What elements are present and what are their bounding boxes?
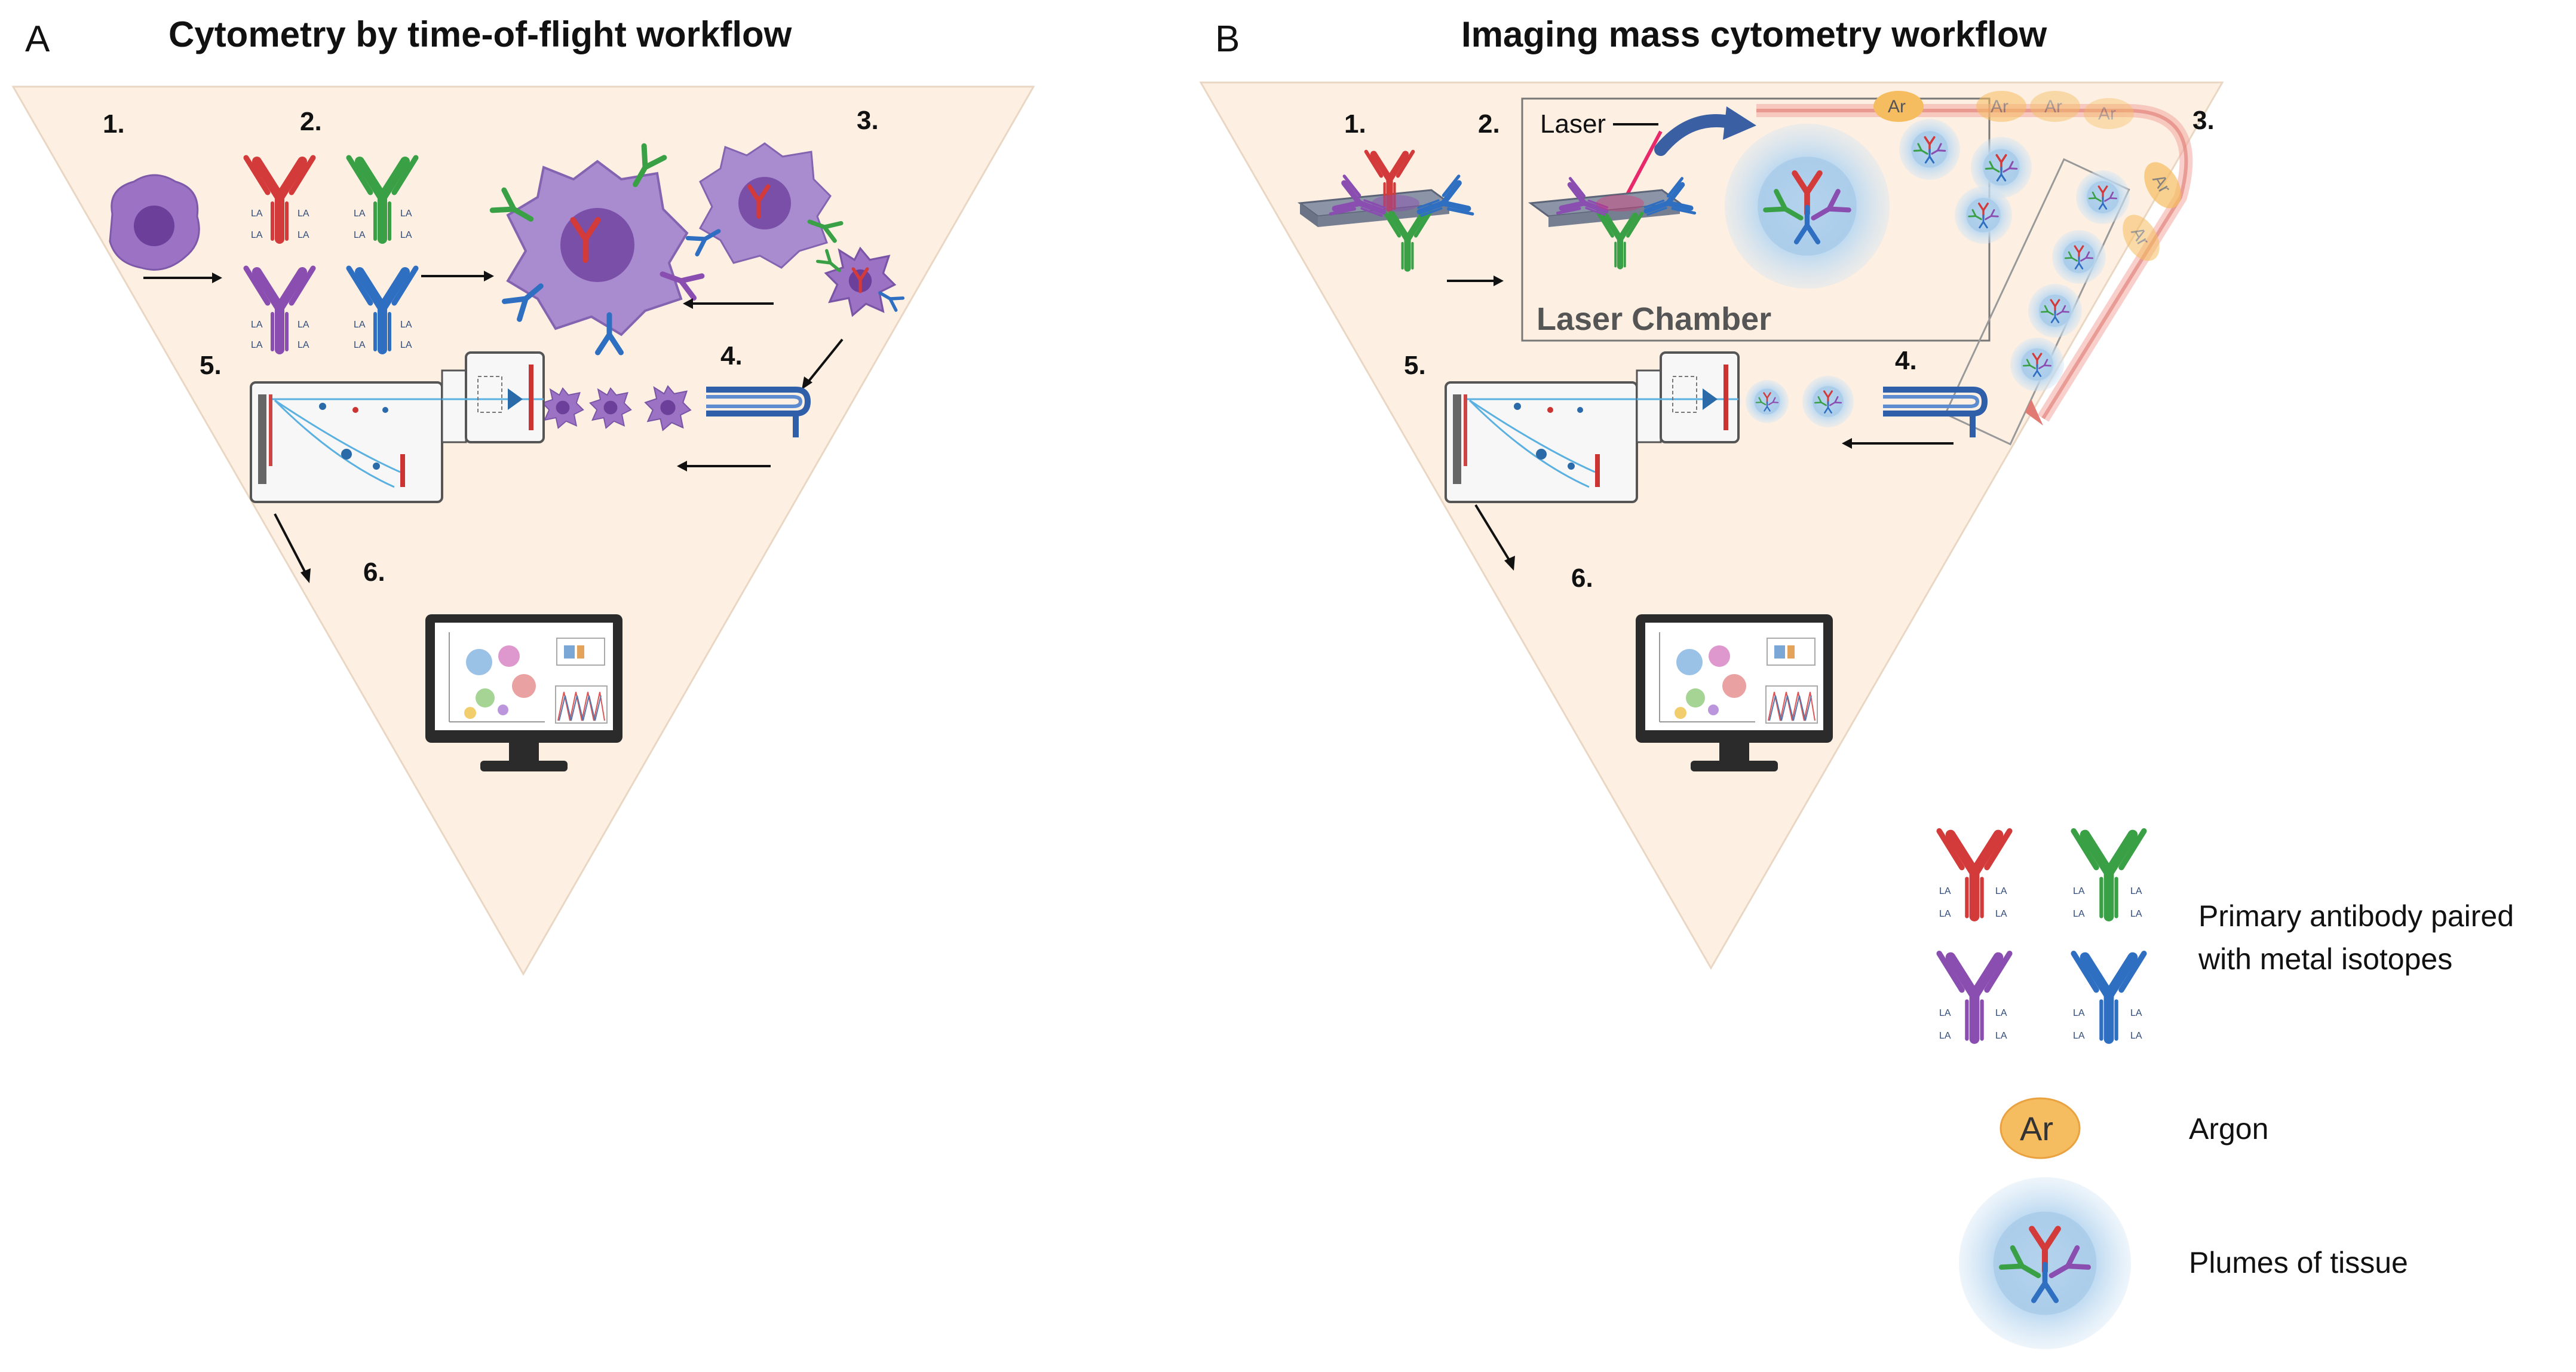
svg-text:LA: LA (1995, 909, 2007, 919)
svg-text:LA: LA (1995, 1031, 2007, 1041)
panel-b-title: Imaging mass cytometry workflow (1461, 14, 2047, 54)
svg-text:LA: LA (2073, 1008, 2085, 1018)
legend-argon-icon: Ar (2000, 1097, 2081, 1159)
laser-beam (1621, 130, 1663, 204)
svg-text:LA: LA (354, 320, 366, 330)
svg-text:LA: LA (298, 320, 309, 330)
svg-text:LA: LA (354, 209, 366, 219)
svg-text:LA: LA (2073, 909, 2085, 919)
svg-text:Ar: Ar (1888, 97, 1906, 117)
panel-a-step-6: 6. (363, 558, 385, 587)
panel-b-step-2: 2. (1478, 109, 1500, 139)
svg-text:LA: LA (1939, 909, 1951, 919)
svg-text:LA: LA (400, 209, 412, 219)
svg-text:Ar: Ar (1991, 97, 2008, 117)
panel-a-labeled-cell (492, 146, 702, 353)
panel-a-step-4: 4. (720, 341, 743, 370)
laser-label: Laser (1540, 109, 1606, 139)
panel-b-step-5: 5. (1404, 351, 1426, 380)
legend-antibodies-icon: LA LA LA LA LA LA LA LA LA LA LA LA LA L… (1939, 831, 2144, 1041)
panel-b-arrow-6 (1474, 504, 1511, 563)
panel-a-letter: A (25, 19, 50, 60)
svg-text:LA: LA (354, 340, 366, 350)
panel-a-step-3: 3. (857, 106, 879, 135)
legend-antibody-label-2: with metal isotopes (2198, 942, 2452, 976)
svg-text:Ar: Ar (2098, 104, 2116, 124)
svg-text:LA: LA (298, 230, 309, 240)
legend-plume-label: Plumes of tissue (2189, 1246, 2408, 1279)
panel-b-step-6: 6. (1571, 564, 1593, 593)
svg-text:LA: LA (2130, 886, 2142, 896)
panel-a-arrow-4 (806, 338, 844, 384)
panel-a-step-5: 5. (200, 351, 222, 380)
svg-text:LA: LA (2130, 1008, 2142, 1018)
svg-text:LA: LA (400, 230, 412, 240)
svg-text:LA: LA (1939, 1008, 1951, 1018)
svg-text:LA: LA (251, 340, 263, 350)
laser-chamber-label: Laser Chamber (1537, 301, 1771, 337)
svg-text:LA: LA (251, 209, 263, 219)
panel-a-arrow-6 (274, 513, 307, 574)
chamber-slide (1528, 179, 1695, 267)
svg-text:Ar: Ar (2020, 1110, 2053, 1147)
svg-text:LA: LA (1939, 1031, 1951, 1041)
svg-text:Ar: Ar (2044, 97, 2062, 117)
panel-b: B Imaging mass cytometry workflow 1. 2. … (1199, 14, 2224, 970)
panel-a-cell (109, 174, 200, 271)
svg-text:LA: LA (354, 230, 366, 240)
svg-text:LA: LA (1995, 1008, 2007, 1018)
chamber-plume (1725, 124, 1890, 289)
panel-b-triangle (1199, 81, 2224, 970)
panel-b-step-4: 4. (1895, 346, 1917, 375)
argon-stream: Ar Ar Ar Ar Ar Ar (1756, 91, 2193, 446)
svg-text:LA: LA (2073, 886, 2085, 896)
panel-b-step-3: 3. (2192, 106, 2215, 135)
panel-a: A Cytometry by time-of-flight workflow 1… (11, 14, 1035, 976)
panel-a-title: Cytometry by time-of-flight workflow (168, 14, 792, 54)
svg-text:LA: LA (298, 340, 309, 350)
svg-text:LA: LA (1995, 886, 2007, 896)
svg-text:LA: LA (2130, 1031, 2142, 1041)
panel-b-letter: B (1215, 19, 1240, 60)
svg-text:LA: LA (2130, 909, 2142, 919)
panel-b-tissue-slide (1297, 152, 1473, 268)
panel-a-step-2: 2. (300, 107, 322, 136)
argon-atoms: Ar Ar Ar Ar Ar Ar (1873, 91, 2181, 261)
svg-text:LA: LA (1939, 886, 1951, 896)
svg-text:LA: LA (2073, 1031, 2085, 1041)
panel-a-step-1: 1. (103, 109, 125, 139)
panel-b-laser-chamber: Laser Chamber Laser (1521, 97, 1991, 342)
svg-text:LA: LA (251, 320, 263, 330)
svg-text:LA: LA (251, 230, 263, 240)
legend-argon-label: Argon (2189, 1112, 2268, 1146)
svg-text:LA: LA (298, 209, 309, 219)
svg-text:LA: LA (400, 320, 412, 330)
svg-text:LA: LA (400, 340, 412, 350)
panel-b-step-1: 1. (1344, 109, 1366, 139)
ablation-arrow (1654, 114, 1739, 156)
legend-plume-icon (1959, 1177, 2131, 1349)
panel-a-cell-3 (688, 142, 841, 269)
panel-a-antibodies: LA LA LA LA LA LA LA LA LA LA LA LA LA L… (246, 158, 416, 350)
legend: LA LA LA LA LA LA LA LA LA LA LA LA LA L… (1939, 831, 2514, 1349)
panel-a-triangle (11, 85, 1035, 976)
legend-antibody-label-1: Primary antibody paired (2198, 899, 2514, 933)
